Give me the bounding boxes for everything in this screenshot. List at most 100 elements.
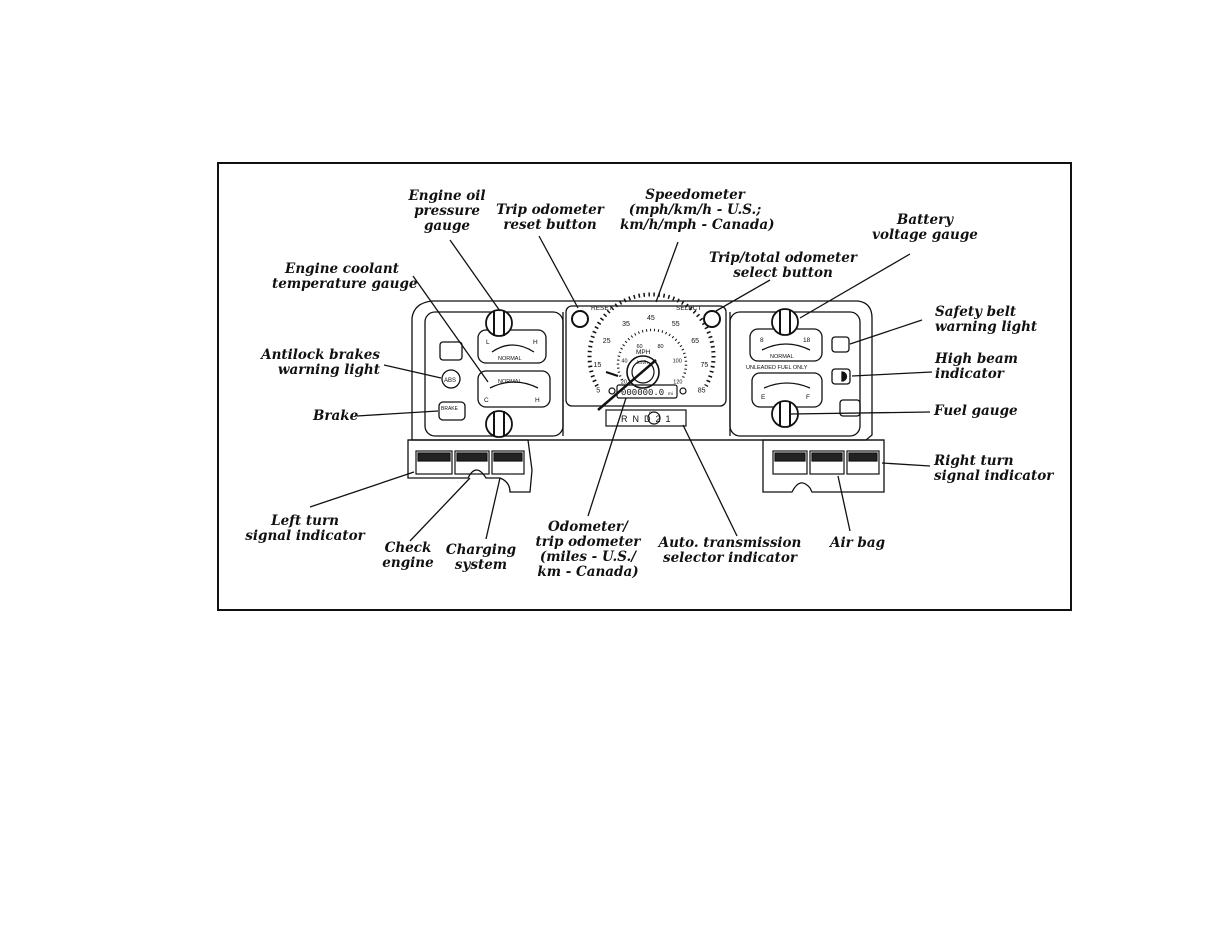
label-line: signal indicator: [245, 528, 365, 544]
kmh-tick-label: 60: [637, 344, 643, 350]
diagram-frame: [217, 162, 1072, 611]
kmh-scale-arc: [616, 328, 688, 381]
label-line: gauge: [423, 218, 471, 234]
safety-belt-lamp: [831, 336, 850, 353]
mph-tick-label: 85: [698, 388, 706, 395]
volt-normal: NORMAL: [770, 354, 794, 360]
label-high-beam: High beam indicator: [935, 352, 1018, 382]
odometer-display: [616, 384, 678, 399]
kmh-tick-label: 40: [621, 359, 627, 365]
oil-pressure-gauge: [477, 329, 547, 364]
label-trip-reset: Trip odometer reset button: [490, 203, 610, 233]
kmh-unit: km/h: [637, 360, 648, 366]
brake-text: BRAKE: [441, 406, 459, 412]
mph-tick-label: 5: [596, 388, 600, 395]
label-right-turn: Right turn signal indicator: [934, 454, 1053, 484]
airbag-window-2: [809, 450, 845, 475]
trip-reset-knob: [571, 310, 589, 328]
label-oil-pressure: Engine oil pressure gauge: [402, 189, 492, 234]
label-line: Engine oil: [408, 188, 486, 204]
odometer-unit: mi: [668, 391, 673, 396]
label-line: trip odometer: [535, 534, 641, 550]
right-indicator-pod: [762, 439, 885, 493]
reset-text: RESET: [591, 305, 613, 312]
fuel-note: UNLEADED FUEL ONLY: [746, 365, 808, 371]
label-speedometer: Speedometer (mph/km/h - U.S.; km/h/mph -…: [620, 187, 775, 233]
label-line: temperature gauge: [272, 276, 418, 292]
label-battery: Battery voltage gauge: [860, 213, 990, 243]
brake-lamp: [438, 401, 466, 421]
label-line: system: [454, 557, 508, 573]
label-line: Odometer/: [548, 519, 628, 535]
label-line: reset button: [503, 217, 597, 233]
check-engine-window: [454, 450, 490, 475]
label-line: indicator: [935, 366, 1004, 382]
volt-high: 18: [803, 337, 811, 344]
label-trip-select: Trip/total odometer select button: [703, 251, 863, 281]
label-line: Trip odometer: [496, 202, 604, 218]
label-line: pressure: [414, 203, 480, 219]
select-text: SELECT: [676, 305, 701, 312]
label-line: warning light: [935, 319, 1038, 335]
label-fuel: Fuel gauge: [934, 403, 1018, 419]
label-line: select button: [733, 265, 833, 281]
kmh-tick-label: 100: [673, 359, 682, 365]
fuel-empty: E: [761, 394, 766, 401]
label-line: Left turn: [271, 513, 339, 529]
left-turn-window: [415, 450, 453, 475]
label-line: High beam: [935, 351, 1018, 367]
oil-high: H: [533, 339, 538, 346]
coolant-gauge: [477, 370, 551, 408]
volt-low: 8: [760, 337, 764, 344]
trip-select-knob: [703, 310, 721, 328]
high-beam-lamp: [831, 368, 851, 385]
temp-normal: NORMAL: [498, 379, 522, 385]
mph-tick-label: 65: [691, 338, 699, 345]
label-line: engine: [382, 555, 434, 571]
mph-tick-label: 75: [701, 362, 709, 369]
label-odometer: Odometer/ trip odometer (miles - U.S./ k…: [528, 520, 648, 580]
odometer-digits: 000000.0: [621, 388, 664, 398]
mph-unit: MPH: [636, 349, 651, 356]
label-check-engine: Check engine: [378, 541, 438, 571]
label-line: warning light: [277, 362, 380, 378]
temp-cold: C: [484, 397, 489, 404]
label-line: Engine coolant: [285, 261, 399, 277]
label-line: km - Canada): [537, 564, 639, 580]
prnd-indicator: [605, 409, 687, 427]
label-line: Charging: [445, 542, 517, 558]
mph-tick-label: 35: [622, 321, 630, 328]
left-indicator-pod: [407, 439, 533, 493]
abs-text: ABS: [444, 378, 456, 384]
mph-tick-label: 55: [672, 321, 680, 328]
fuel-full: F: [806, 394, 810, 401]
temp-hot: H: [535, 397, 540, 404]
label-coolant: Engine coolant temperature gauge: [272, 261, 418, 292]
label-line: Battery: [896, 212, 954, 228]
prnd-text: R N D 2 1: [621, 414, 671, 424]
label-line: Speedometer: [645, 187, 745, 203]
label-line: km/h/mph - Canada): [620, 217, 775, 233]
label-airbag: Air bag: [830, 535, 886, 551]
label-charging: Charging system: [442, 543, 520, 573]
abs-lamp: [441, 369, 461, 389]
label-transmission: Auto. transmission selector indicator: [655, 536, 805, 566]
gear-p: P: [649, 410, 652, 415]
label-line: Safety belt: [935, 304, 1017, 320]
label-line: Right turn: [934, 453, 1014, 469]
kmh-tick-label: 120: [673, 380, 682, 386]
label-line: Trip/total odometer: [709, 250, 857, 266]
label-line: Antilock brakes: [261, 347, 380, 363]
label-abs: Antilock brakes warning light: [250, 348, 380, 378]
label-left-turn: Left turn signal indicator: [240, 514, 370, 544]
label-brake: Brake: [313, 408, 359, 424]
kmh-tick-label: 20: [621, 380, 627, 386]
label-line: Check: [384, 540, 432, 556]
right-turn-window: [846, 450, 880, 475]
charging-window: [491, 450, 525, 475]
label-safety-belt: Safety belt warning light: [935, 305, 1037, 335]
oil-low: L: [486, 339, 490, 346]
